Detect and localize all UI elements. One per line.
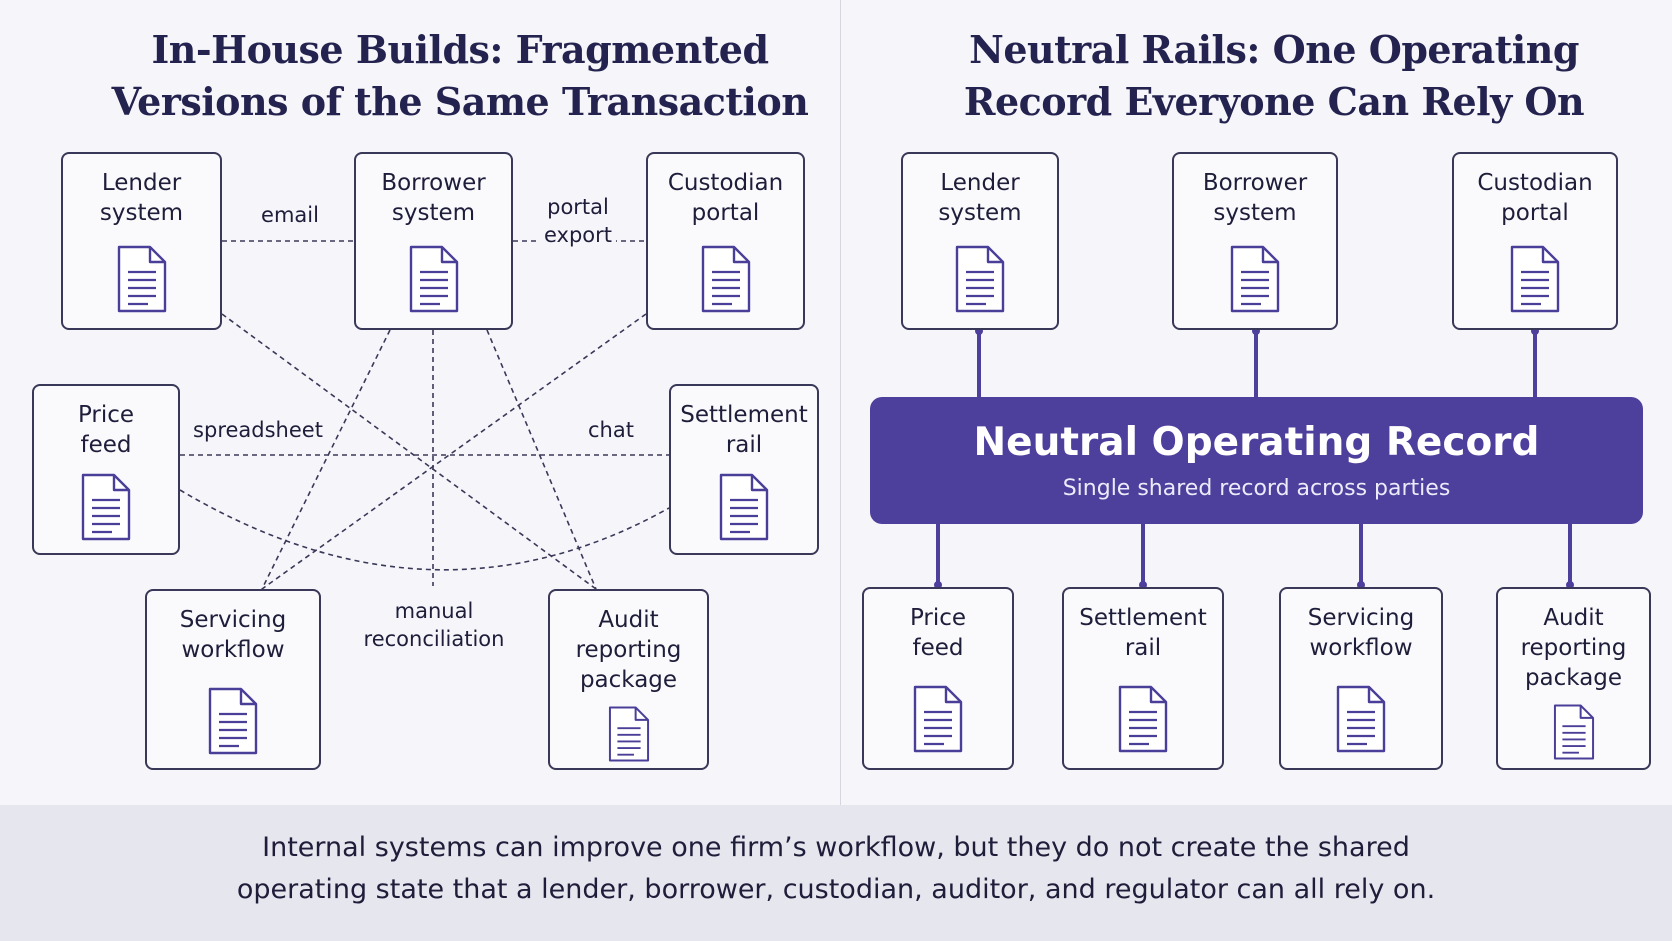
- document-icon: [1553, 704, 1594, 760]
- node-label: Borrower system: [381, 170, 486, 226]
- node-label: Lender system: [99, 170, 184, 226]
- node-label: Custodian portal: [667, 170, 784, 226]
- footer-caption: Internal systems can improve one firm’s …: [236, 832, 1436, 905]
- right-node-servicing-workflow: Servicing workflow: [1279, 587, 1443, 770]
- node-label: Audit reporting package: [1520, 605, 1627, 691]
- node-label: Price feed: [909, 605, 967, 661]
- document-icon: [913, 685, 963, 753]
- node-label: Servicing workflow: [1307, 605, 1415, 661]
- right-node-borrower-system: Borrower system: [1172, 152, 1338, 330]
- neutral-operating-record: Neutral Operating Record Single shared r…: [870, 397, 1643, 524]
- document-icon: [719, 473, 769, 541]
- record-title: Neutral Operating Record: [973, 420, 1540, 465]
- document-icon: [1510, 245, 1560, 313]
- right-node-audit-reporting-package: Audit reporting package: [1496, 587, 1651, 770]
- node-label: Servicing workflow: [179, 607, 287, 663]
- document-icon: [1336, 685, 1386, 753]
- left-node-settlement-rail: Settlement rail: [669, 384, 819, 555]
- right-node-lender-system: Lender system: [901, 152, 1059, 330]
- edge-lender-audit: [221, 313, 597, 590]
- document-icon: [1118, 685, 1168, 753]
- edge-label-email: email: [257, 201, 323, 229]
- record-subtitle: Single shared record across parties: [1062, 476, 1451, 501]
- panel-divider: [840, 0, 841, 805]
- document-icon: [1230, 245, 1280, 313]
- edge-price-manual-settlement: [179, 489, 670, 571]
- right-node-price-feed: Price feed: [862, 587, 1014, 770]
- right-node-settlement-rail: Settlement rail: [1062, 587, 1224, 770]
- edge-borrower-servicing: [261, 329, 391, 590]
- edge-custodian-servicing: [261, 313, 647, 590]
- node-label: Lender system: [938, 170, 1022, 226]
- node-label: Borrower system: [1202, 170, 1308, 226]
- node-label: Custodian portal: [1477, 170, 1593, 226]
- document-icon: [955, 245, 1005, 313]
- node-label: Price feed: [77, 402, 135, 458]
- left-node-price-feed: Price feed: [32, 384, 180, 555]
- left-node-borrower-system: Borrower system: [354, 152, 513, 330]
- edge-label-manual-reconciliation: manual reconciliation: [363, 599, 505, 651]
- document-icon: [81, 473, 131, 541]
- node-label: Settlement rail: [1079, 605, 1207, 661]
- node-label: Settlement rail: [680, 402, 808, 458]
- left-node-audit-reporting-package: Audit reporting package: [548, 589, 709, 770]
- left-node-lender-system: Lender system: [61, 152, 222, 330]
- right-panel-title: Neutral Rails: One Operating Record Ever…: [963, 27, 1585, 124]
- edge-label-spreadsheet: spreadsheet: [189, 416, 327, 444]
- edge-borrower-audit: [486, 329, 597, 590]
- edge-label-chat: chat: [584, 416, 638, 444]
- edge-label-portal-export: portal export: [539, 193, 617, 249]
- right-node-custodian-portal: Custodian portal: [1452, 152, 1618, 330]
- node-label: Audit reporting package: [575, 607, 682, 693]
- document-icon: [409, 245, 458, 313]
- document-icon: [117, 245, 166, 313]
- document-icon: [208, 687, 258, 755]
- document-icon: [701, 245, 750, 313]
- footer-band: Internal systems can improve one firm’s …: [0, 805, 1672, 941]
- left-node-custodian-portal: Custodian portal: [646, 152, 805, 330]
- left-panel-title: In-House Builds: Fragmented Versions of …: [111, 27, 809, 124]
- left-node-servicing-workflow: Servicing workflow: [145, 589, 321, 770]
- document-icon: [608, 706, 649, 762]
